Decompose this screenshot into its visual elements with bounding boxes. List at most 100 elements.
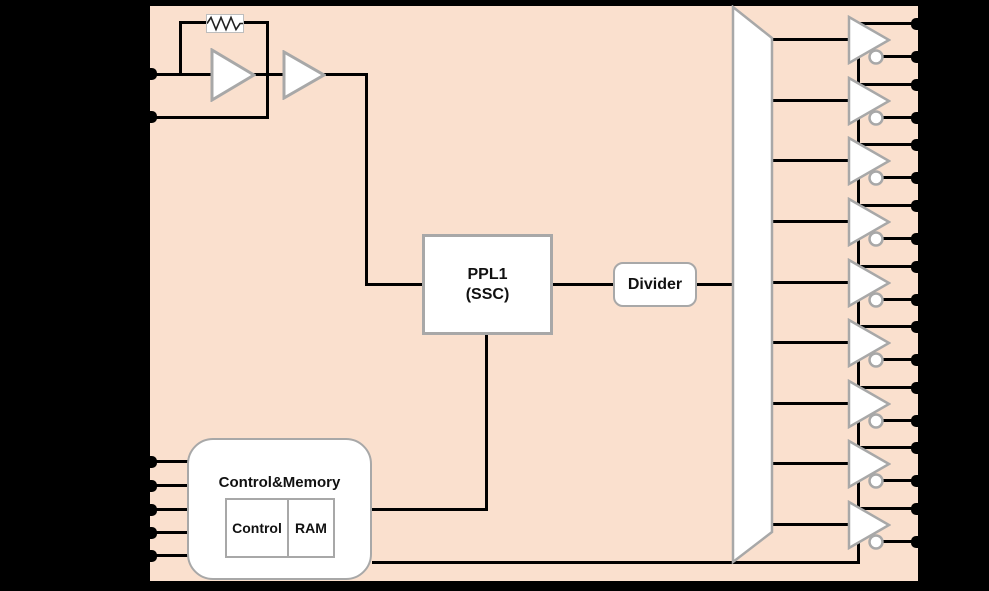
buffer-chain-wire [857, 358, 860, 389]
buffer-input-wire [772, 402, 850, 405]
output-pin [911, 382, 927, 394]
xout-wire [150, 116, 269, 119]
output-pin [911, 233, 927, 245]
pll-to-divider-wire [553, 283, 614, 286]
output-pin [911, 261, 927, 273]
buffer-output-wire-top [856, 204, 918, 207]
feedback-resistor [206, 14, 244, 33]
output-buffer-icon [847, 439, 891, 489]
control-pin [141, 550, 157, 562]
buffer-chain-wire [857, 116, 860, 146]
osc-to-pll-wire [365, 283, 423, 286]
output-pin [911, 79, 927, 91]
buffer-output-wire-top [856, 83, 918, 86]
output-buffer-icon [847, 500, 891, 550]
control-memory-block: Control&Memory Control RAM [187, 438, 372, 580]
buffer-output-wire-inv [876, 479, 918, 482]
buffer-chain-wire [857, 419, 860, 449]
output-pin [911, 321, 927, 333]
output-buffer-icon [847, 379, 891, 429]
divider-block: Divider [613, 262, 697, 307]
control-pin-wire [150, 484, 189, 487]
buffer-input-wire [772, 38, 850, 41]
buffer-output-wire-inv [876, 540, 918, 543]
ram-label: RAM [295, 520, 327, 536]
buffer-output-wire-inv [876, 176, 918, 179]
output-pin [911, 536, 927, 548]
buffer-input-wire [772, 462, 850, 465]
pll-bottom-vertical [485, 335, 488, 511]
buffer-output-wire-inv [876, 358, 918, 361]
buffer-input-wire [772, 220, 850, 223]
osc-buffer-icon [282, 50, 326, 100]
buffer-output-wire-inv [876, 419, 918, 422]
buffer-chain-wire [857, 298, 860, 328]
buffer-output-wire-top [856, 386, 918, 389]
osc-route-vertical [365, 73, 368, 286]
output-pin [911, 139, 927, 151]
control-pin [141, 504, 157, 516]
feedback-left-wire [179, 21, 182, 76]
output-buffer-icon [847, 76, 891, 126]
cm-to-pll-wire [372, 508, 488, 511]
buffer-chain-wire [857, 237, 860, 268]
buffer-chain-wire [857, 540, 860, 564]
control-memory-title: Control&Memory [218, 474, 341, 491]
amp2-output-wire [320, 73, 368, 76]
buffer-output-wire-top [856, 143, 918, 146]
control-pin-wire [150, 531, 189, 534]
xin-pin [141, 68, 157, 80]
control-sub-block: Control [225, 498, 289, 558]
buffer-output-wire-inv [876, 298, 918, 301]
pll-block: PPL1 (SSC) [422, 234, 553, 335]
divider-to-fanout-wire [696, 283, 736, 286]
buffer-chain-wire [857, 479, 860, 510]
buffer-input-wire [772, 341, 850, 344]
xout-pin [141, 111, 157, 123]
control-pin [141, 480, 157, 492]
buffer-input-wire [772, 523, 850, 526]
buffer-input-wire [772, 281, 850, 284]
output-buffer-icon [847, 136, 891, 186]
output-pin [911, 112, 927, 124]
output-pin [911, 172, 927, 184]
buffer-input-wire [772, 159, 850, 162]
output-pin [911, 200, 927, 212]
buffer-chain-wire [857, 55, 860, 86]
cm-to-buffer9-wire [372, 561, 860, 564]
control-label: Control [232, 520, 282, 536]
output-pin [911, 475, 927, 487]
buffer-output-wire-top [856, 265, 918, 268]
ram-sub-block: RAM [287, 498, 335, 558]
buffer-output-wire-inv [876, 237, 918, 240]
output-pin [911, 442, 927, 454]
output-pin [911, 18, 927, 30]
output-pin [911, 294, 927, 306]
buffer-output-wire-top [856, 507, 918, 510]
control-pin-wire [150, 460, 189, 463]
buffer-output-wire-inv [876, 116, 918, 119]
output-pin [911, 51, 927, 63]
pll-label-line2: (SSC) [465, 285, 510, 303]
buffer-output-wire-top [856, 325, 918, 328]
pll-label-line1: PPL1 [467, 265, 508, 283]
buffer-input-wire [772, 99, 850, 102]
buffer-chain-wire [857, 176, 860, 207]
divider-label: Divider [627, 275, 683, 293]
control-pin-wire [150, 508, 189, 511]
output-buffer-icon [847, 197, 891, 247]
output-pin [911, 503, 927, 515]
buffer-output-wire-top [856, 446, 918, 449]
osc-amplifier-icon [210, 48, 256, 102]
output-buffer-icon [847, 15, 891, 65]
control-pin [141, 456, 157, 468]
output-buffer-icon [847, 258, 891, 308]
fanout-trapezoid [731, 5, 774, 565]
buffer-output-wire-inv [876, 55, 918, 58]
buffer-output-wire-top [856, 22, 918, 25]
control-pin-wire [150, 554, 189, 557]
output-pin [911, 354, 927, 366]
feedback-right-wire [266, 21, 269, 119]
output-buffer-icon [847, 318, 891, 368]
